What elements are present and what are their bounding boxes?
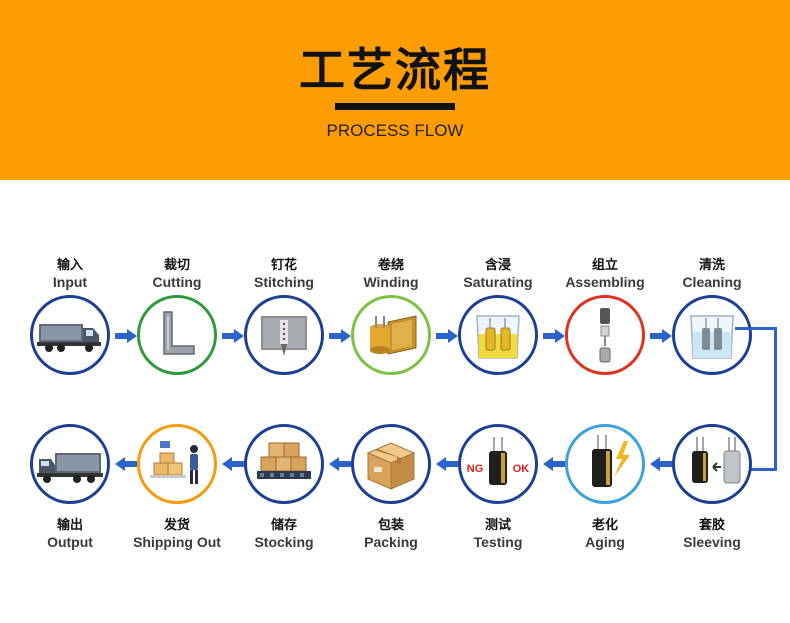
- step-en: Winding: [363, 274, 419, 290]
- boxes-icon: [257, 442, 311, 479]
- step-label: 含浸 Saturating: [443, 258, 553, 290]
- ng-badge: NG: [467, 463, 484, 475]
- step-circle: [244, 424, 324, 504]
- flow-arrow: [436, 457, 458, 471]
- flow-arrow: [650, 457, 672, 471]
- step-circle: [351, 424, 431, 504]
- step-cn: 输出: [56, 518, 83, 533]
- step-circle: [565, 424, 645, 504]
- step-label: 输入 Input: [15, 258, 125, 290]
- capacitor-test-icon: NG OK: [467, 437, 530, 485]
- step-en: Aging: [585, 534, 625, 550]
- step-cn: 老化: [591, 518, 618, 533]
- flow-arrow: [222, 329, 244, 343]
- step-en: Cleaning: [682, 274, 742, 290]
- step-cn: 裁切: [163, 258, 190, 273]
- step-circle: [565, 295, 645, 375]
- step-cn: 套胶: [698, 518, 725, 533]
- step-label: 包装 Packing: [336, 518, 446, 550]
- step-circle: [244, 295, 324, 375]
- beaker-icon: [476, 315, 520, 359]
- step-label: 组立 Assembling: [550, 258, 660, 290]
- step-circle: [30, 295, 110, 375]
- step-label: 储存 Stocking: [229, 518, 339, 550]
- step-cn: 清洗: [698, 258, 725, 273]
- capacitor-lightning-icon: [592, 435, 630, 487]
- step-cn: 输入: [56, 258, 83, 273]
- truck-icon: [37, 453, 103, 483]
- step-cn: 发货: [163, 518, 190, 533]
- step-cn: 组立: [591, 258, 618, 273]
- truck-icon: [37, 324, 101, 352]
- package-icon: [366, 442, 416, 490]
- flow-arrow: [115, 329, 137, 343]
- step-circle: [137, 295, 217, 375]
- assembly-icon: [599, 308, 611, 363]
- flow-arrow: [436, 329, 458, 343]
- step-en: Shipping Out: [133, 534, 221, 550]
- step-circle: [137, 424, 217, 504]
- step-label: 裁切 Cutting: [122, 258, 232, 290]
- step-cn: 钉花: [270, 258, 297, 273]
- step-circle: [672, 424, 752, 504]
- flow-arrow: [329, 329, 351, 343]
- step-en: Stitching: [254, 274, 314, 290]
- step-en: Packing: [364, 534, 418, 550]
- step-circle: [672, 295, 752, 375]
- step-cn: 含浸: [484, 258, 511, 273]
- title-underline: [335, 103, 455, 110]
- step-label: 测试 Testing: [443, 518, 553, 550]
- ok-badge: OK: [513, 463, 530, 475]
- step-label: 老化 Aging: [550, 518, 660, 550]
- stitching-icon: [261, 316, 307, 356]
- step-cn: 测试: [484, 518, 511, 533]
- step-circle: [351, 295, 431, 375]
- winding-icon: [370, 315, 417, 355]
- step-en: Input: [52, 274, 88, 290]
- step-label: 钉花 Stitching: [229, 258, 339, 290]
- header-banner: 工艺流程 PROCESS FLOW: [0, 0, 790, 180]
- flow-arrow: [543, 329, 565, 343]
- flow-arrow: [650, 329, 672, 343]
- step-en: Cutting: [152, 274, 202, 290]
- step-label: 套胶 Sleeving: [657, 518, 767, 550]
- step-cn: 储存: [270, 518, 297, 533]
- shipping-icon: [150, 441, 198, 484]
- step-en: Testing: [473, 534, 523, 550]
- step-circle: [458, 295, 538, 375]
- step-circle: [30, 424, 110, 504]
- flow-arrow: [329, 457, 351, 471]
- step-cn: 包装: [377, 518, 404, 533]
- step-en: Stocking: [254, 534, 314, 550]
- step-label: 发货 Shipping Out: [122, 518, 232, 550]
- page-subtitle: PROCESS FLOW: [326, 121, 464, 140]
- step-en: Saturating: [463, 274, 533, 290]
- flow-arrow: [115, 457, 137, 471]
- flow-arrow: [222, 457, 244, 471]
- sleeving-icon: [692, 437, 741, 484]
- step-en: Assembling: [565, 274, 645, 290]
- page-title: 工艺流程: [299, 43, 491, 97]
- step-label: 输出 Output: [15, 518, 125, 550]
- cutter-icon: [163, 311, 195, 355]
- step-en: Output: [47, 534, 93, 550]
- step-circle: NG OK: [458, 424, 538, 504]
- step-en: Sleeving: [683, 534, 741, 550]
- step-cn: 卷绕: [377, 258, 404, 273]
- cleaning-beaker-icon: [690, 315, 734, 359]
- step-label: 卷绕 Winding: [336, 258, 446, 290]
- flow-arrow: [543, 457, 565, 471]
- step-label: 清洗 Cleaning: [657, 258, 767, 290]
- row-connector-line: [735, 327, 777, 471]
